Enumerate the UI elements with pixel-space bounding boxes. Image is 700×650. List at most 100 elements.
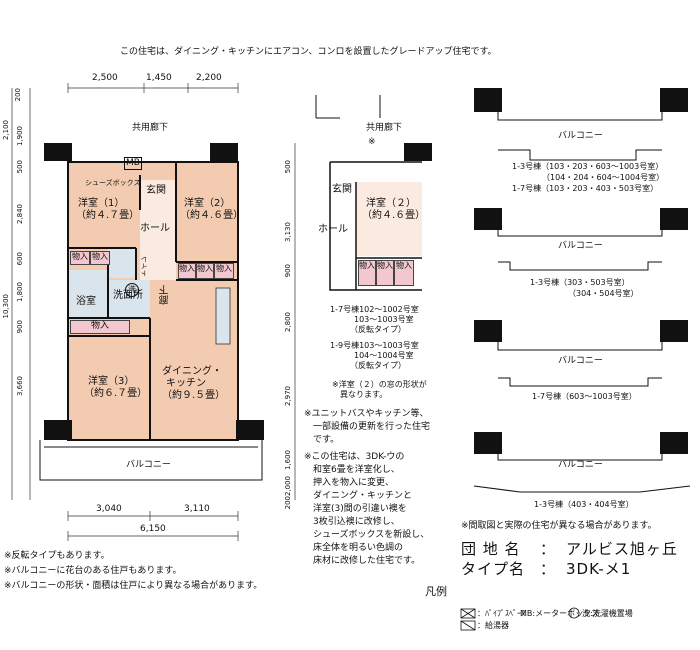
right-dim-8: 200 — [284, 496, 292, 510]
toilet-label: トイレ — [140, 256, 148, 277]
balcony-var-3-caption-1: 1-7号棟（603～1003号室） — [532, 392, 637, 401]
reverse-genkan: 玄関 — [332, 184, 352, 195]
reverse-storage-1: 物入 — [358, 260, 376, 286]
left-dim-3: 1,900 — [16, 126, 24, 147]
mid-note-9: 3枚引込襖に改修し、 — [304, 517, 400, 527]
left-dim-6: 600 — [16, 252, 24, 266]
balcony-var-1-caption-3: 1-7号棟（103・203・403・503号室） — [512, 184, 659, 193]
legend-pipe-space: ：ﾊﾟｲﾌﾟｽﾍﾟｰｽ — [477, 609, 525, 618]
reverse-line-3: （反転タイプ） — [330, 325, 406, 334]
type-name: 3DK-メ1 — [566, 560, 632, 578]
reverse-line-5: 104～1004号室 — [330, 351, 414, 360]
left-dim-8: 900 — [16, 320, 24, 334]
footer-note-2: ※バルコニーに花台のある住戸もあります。 — [4, 566, 182, 576]
legend-water-heater: ：給湯器 — [477, 621, 509, 630]
balcony-var-1-label: バルコニー — [558, 131, 603, 141]
storage-3: 物入 — [178, 263, 196, 279]
reverse-hall: ホール — [318, 224, 348, 235]
bottom-dim-2: 3,110 — [184, 504, 210, 514]
balcony-label: バルコニー — [126, 460, 171, 470]
left-dim-2: 2,100 — [2, 120, 10, 141]
balcony-var-2-label: バルコニー — [558, 241, 603, 251]
dk-size: （約９.５畳） — [162, 390, 226, 401]
mid-note-1: ※ユニットバスやキッチン等、 — [304, 409, 429, 419]
room-2-name: 洋室（2） — [184, 198, 231, 209]
washer-mark: 洗 — [125, 283, 139, 297]
reverse-storage-2: 物入 — [376, 260, 394, 286]
washroom-label: 洗面所 — [113, 290, 143, 301]
right-dim-3: 900 — [284, 264, 292, 278]
genkan-label: 玄関 — [146, 185, 166, 196]
right-dim-2: 3,130 — [284, 222, 292, 243]
reverse-line-4: 1-9号棟103～1003号室 — [330, 341, 419, 350]
reverse-window-note-1: ※洋室（２）の窓の形状が — [332, 380, 427, 389]
room-2-size: （約４.６畳） — [180, 210, 244, 221]
reverse-corridor-label: 共用廊下 — [366, 123, 403, 133]
corridor-label: 共用廊下 — [132, 123, 169, 133]
room-3-name: 洋室（3） — [88, 376, 135, 387]
mid-note-6: 押入を物入に変更、 — [304, 478, 395, 488]
hall-area — [140, 180, 176, 280]
room-1-name: 洋室（1） — [78, 198, 125, 209]
left-total-dim: 10,300 — [2, 294, 10, 319]
mid-note-8: 洋室(3)間の引違い襖を — [304, 504, 407, 514]
meter-box-mb: MB — [124, 157, 142, 170]
right-dim-6: 1,600 — [284, 450, 292, 471]
legend-title: 凡例 — [425, 585, 447, 598]
dk-name-1: ダイニング・ — [162, 366, 222, 377]
toilet-area — [108, 248, 136, 278]
kitchen-counter — [215, 287, 231, 345]
right-dim-4: 2,800 — [284, 312, 292, 333]
mid-note-11: 床全体を明るい色調の — [304, 543, 404, 553]
reverse-storage-3: 物入 — [394, 260, 414, 286]
storage-5: 物入 — [214, 263, 234, 279]
footer-note-1: ※反転タイプもあります。 — [4, 551, 110, 561]
bath-area — [68, 270, 108, 318]
bottom-dim-1: 3,040 — [96, 504, 122, 514]
legend-meter-box: MB:メーターボックス — [520, 609, 599, 618]
estate-colon: ： — [540, 540, 557, 558]
right-dim-5: 2,970 — [284, 386, 292, 407]
balcony-var-4-label: バルコニー — [558, 460, 603, 470]
reverse-line-1: 1-7号棟102～1002号室 — [330, 305, 419, 314]
balcony-var-3-label: バルコニー — [558, 356, 603, 366]
hall-label: ホール — [140, 223, 170, 234]
balcony-var-1-caption-1: 1-3号棟（103・203・603～1003号室） — [512, 162, 664, 171]
reverse-floor — [356, 182, 422, 256]
room-3-size: （約６.７畳） — [84, 388, 148, 399]
mid-note-2: 一部設備の更新を行った住宅 — [304, 422, 431, 432]
storage-4: 物入 — [196, 263, 214, 279]
mid-note-7: ダイニング・キッチンと — [304, 491, 413, 501]
left-dim-5: 2,840 — [16, 204, 24, 225]
left-dim-7: 1,800 — [16, 282, 24, 303]
reverse-window-note-2: 異なります。 — [332, 390, 388, 399]
mid-note-10: シューズボックスを新設し、 — [304, 530, 430, 540]
bottom-total-dim: 6,150 — [140, 524, 166, 534]
legend-washer: 洗:洗濯機置場 — [582, 609, 633, 618]
dk-name-2: キッチン — [166, 378, 206, 389]
estate-label: 団 地 名 — [461, 540, 521, 558]
balcony-var-2-caption-2: （304・504号室） — [568, 289, 639, 298]
footer-note-3: ※バルコニーの形状・面積は住戸により異なる場合があります。 — [4, 581, 263, 591]
reverse-mark: ※ — [368, 137, 376, 147]
reverse-line-6: （反転タイプ） — [330, 361, 406, 370]
estate-name: アルビス旭ヶ丘 — [566, 540, 678, 558]
left-dim-1: 200 — [14, 88, 22, 102]
type-label: タイプ名 — [461, 560, 526, 578]
header-note: この住宅は、ダイニング・キッチンにエアコン、コンロを設置したグレードアップ住宅で… — [120, 47, 497, 57]
balcony-var-2-caption-1: 1-3号棟（303・503号室） — [530, 278, 630, 287]
reverse-line-2: 103～1003号室 — [330, 315, 414, 324]
bathroom-label: 浴室 — [76, 296, 96, 307]
left-dim-4: 500 — [16, 160, 24, 174]
mid-note-3: です。 — [304, 435, 340, 445]
storage-1: 物入 — [70, 251, 90, 265]
mid-note-5: 和室6畳を洋室化し、 — [304, 465, 400, 475]
top-dim-1: 2,500 — [92, 73, 118, 83]
storage-2: 物入 — [90, 251, 110, 265]
balcony-var-1-caption-2: （104・204・604～1004号室） — [542, 173, 665, 182]
type-colon: ： — [540, 560, 557, 578]
storage-6: 物入 — [70, 320, 130, 334]
right-dim-1: 500 — [284, 160, 292, 174]
corridor-rouka-label: 廊下 — [160, 285, 171, 305]
